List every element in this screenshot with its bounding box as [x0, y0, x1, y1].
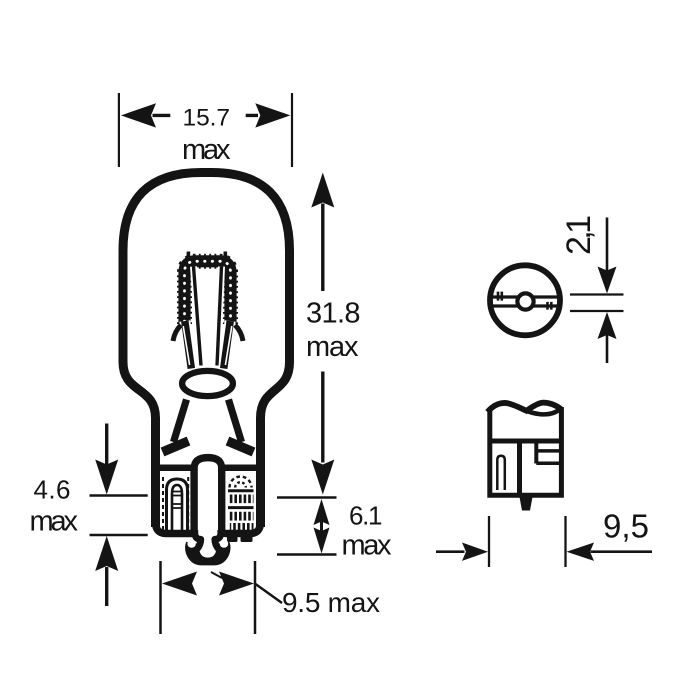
svg-text:4.6: 4.6 — [34, 475, 71, 505]
svg-text:max: max — [342, 530, 393, 562]
svg-text:15.7: 15.7 — [183, 105, 231, 132]
svg-text:6.1: 6.1 — [349, 501, 383, 531]
svg-text:9.5 max: 9.5 max — [282, 587, 380, 618]
svg-text:9,5: 9,5 — [603, 507, 649, 544]
svg-text:31.8: 31.8 — [306, 298, 361, 330]
svg-text:max: max — [306, 331, 359, 363]
svg-text:max: max — [30, 506, 79, 538]
svg-text:2,1: 2,1 — [560, 215, 598, 255]
svg-text:max: max — [182, 134, 231, 166]
